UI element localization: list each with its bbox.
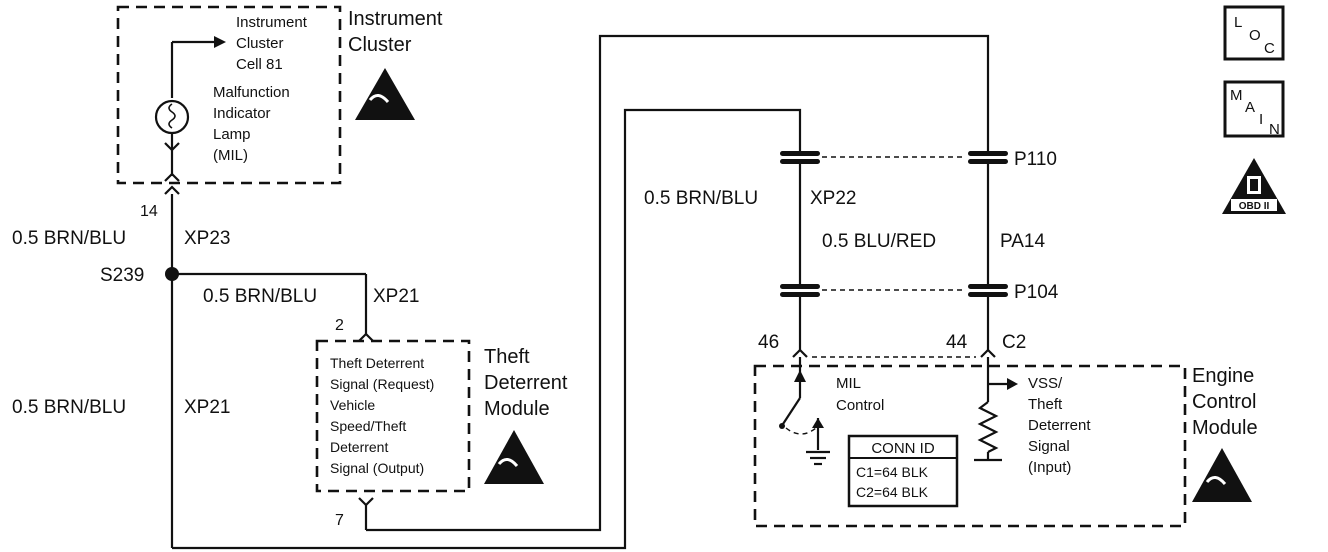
switch-blade bbox=[782, 397, 801, 425]
p110-label: P110 bbox=[1014, 149, 1057, 170]
mil-label-line3: Lamp bbox=[213, 126, 251, 143]
main-letter-n: N bbox=[1269, 121, 1280, 138]
xp21-top-connector: XP21 bbox=[373, 286, 419, 307]
conn-id-title: CONN ID bbox=[871, 440, 935, 457]
ecm-pin-44: 44 bbox=[946, 332, 968, 353]
ecm-connector-c2: C2 bbox=[1002, 332, 1026, 353]
cluster-ref-line1: Instrument bbox=[236, 14, 308, 31]
theft-title-line2: Deterrent bbox=[484, 372, 568, 394]
mil-label-line4: (MIL) bbox=[213, 147, 248, 164]
engine-control-module: MIL Control CONN ID C1=64 BLK C2=64 BLK … bbox=[753, 357, 1258, 528]
p104-label: P104 bbox=[1014, 282, 1059, 303]
connector-columns: P110 P104 0.5 BRN/BLU XP22 0.5 BLU/RED P… bbox=[644, 149, 1059, 358]
loc-icon[interactable] bbox=[1223, 5, 1285, 61]
conn-id-c2: C2=64 BLK bbox=[856, 484, 929, 500]
ground-icon bbox=[806, 450, 830, 466]
cluster-ref-line3: Cell 81 bbox=[236, 56, 283, 73]
theft-pin-7: 7 bbox=[335, 512, 344, 529]
loc-letter-l: L bbox=[1234, 14, 1242, 31]
vss-line4: Signal bbox=[1028, 438, 1070, 455]
xp21-top-wire-color: 0.5 BRN/BLU bbox=[203, 286, 317, 307]
connector-female-icon bbox=[358, 497, 374, 507]
xp23-connector: XP23 bbox=[184, 228, 230, 249]
xp22-wire-color: 0.5 BRN/BLU bbox=[644, 188, 758, 209]
lamp-bulb-icon bbox=[154, 99, 190, 135]
mil-label-line2: Indicator bbox=[213, 105, 271, 122]
theft-signal-line1: Theft Deterrent bbox=[330, 355, 424, 371]
inline-connector-icon bbox=[968, 151, 1008, 164]
left-wiring: 0.5 BRN/BLU XP23 S239 0.5 BRN/BLU XP21 0… bbox=[12, 194, 419, 548]
vss-line5: (Input) bbox=[1028, 459, 1071, 476]
splice-s239-dot bbox=[165, 267, 179, 281]
conn-id-c1: C1=64 BLK bbox=[856, 464, 929, 480]
vss-line3: Deterrent bbox=[1028, 417, 1091, 434]
routed-wires bbox=[172, 34, 990, 550]
connector-female-icon bbox=[980, 348, 996, 358]
connector-female-icon bbox=[358, 332, 374, 342]
loc-letter-c: C bbox=[1264, 40, 1275, 57]
pa14-connector: PA14 bbox=[1000, 231, 1046, 252]
main-letter-a: A bbox=[1245, 99, 1255, 116]
theft-pin-2: 2 bbox=[335, 317, 344, 334]
mil-control-line1: MIL bbox=[836, 375, 861, 392]
cluster-ref-line2: Cluster bbox=[236, 35, 284, 52]
mil-control-line2: Control bbox=[836, 397, 884, 414]
connector-female-icon bbox=[164, 185, 180, 195]
ecm-pin-46: 46 bbox=[758, 332, 779, 353]
arrow-right-icon bbox=[214, 36, 226, 48]
theft-title-line3: Module bbox=[484, 398, 550, 420]
theft-title-line1: Theft bbox=[484, 346, 530, 368]
obd-ii-label: OBD II bbox=[1239, 201, 1270, 212]
main-letter-i: I bbox=[1259, 111, 1263, 128]
inline-connector-icon bbox=[968, 284, 1008, 297]
theft-signal-line4: Speed/Theft bbox=[330, 418, 406, 434]
ecm-title-line3: Module bbox=[1192, 417, 1258, 439]
connector-female-icon bbox=[164, 172, 180, 182]
ecm-boundary bbox=[753, 364, 1187, 528]
vss-line2: Theft bbox=[1028, 396, 1063, 413]
theft-signal-line3: Vehicle bbox=[330, 397, 375, 413]
pa14-wire-color: 0.5 BLU/RED bbox=[822, 231, 936, 252]
obd-ii-button[interactable]: OBD II bbox=[1222, 158, 1286, 214]
esd-warning-icon bbox=[355, 68, 415, 120]
theft-signal-line2: Signal (Request) bbox=[330, 376, 434, 392]
theft-signal-line6: Signal (Output) bbox=[330, 460, 424, 476]
cluster-title-line1: Instrument bbox=[348, 8, 443, 30]
splice-s239-label: S239 bbox=[100, 265, 144, 286]
arrow-up-icon bbox=[794, 370, 806, 382]
esd-warning-icon bbox=[484, 430, 544, 484]
main-icon[interactable] bbox=[1223, 80, 1285, 138]
ecm-title-line2: Control bbox=[1192, 391, 1256, 413]
theft-module-boundary bbox=[315, 339, 471, 493]
resistor-icon bbox=[977, 401, 999, 453]
arrow-right-icon bbox=[1007, 378, 1018, 390]
connector-female-icon bbox=[792, 348, 808, 358]
instrument-cluster-boundary bbox=[116, 5, 342, 185]
loc-letter-o: O bbox=[1249, 27, 1261, 44]
xp21-left-wire-color: 0.5 BRN/BLU bbox=[12, 397, 126, 418]
vss-line1: VSS/ bbox=[1028, 375, 1063, 392]
ecm-title-line1: Engine bbox=[1192, 365, 1254, 387]
conn-id-box: CONN ID C1=64 BLK C2=64 BLK bbox=[847, 434, 959, 508]
loc-button[interactable]: L O C bbox=[1223, 5, 1285, 61]
inline-connector-icon bbox=[780, 151, 820, 164]
mil-label-line1: Malfunction bbox=[213, 84, 290, 101]
inline-connector-icon bbox=[780, 284, 820, 297]
cluster-pin-14: 14 bbox=[140, 203, 158, 220]
esd-warning-icon bbox=[1192, 448, 1252, 502]
theft-signal-line5: Deterrent bbox=[330, 439, 388, 455]
nav-icons: L O C M A I N OBD II bbox=[1222, 5, 1286, 214]
main-button[interactable]: M A I N bbox=[1223, 80, 1285, 138]
theft-deterrent-module: 2 Theft Deterrent Signal (Request) Vehic… bbox=[315, 317, 568, 530]
cluster-title-line2: Cluster bbox=[348, 34, 412, 56]
instrument-cluster: Instrument Cluster Cell 81 Malfunction I… bbox=[116, 5, 443, 220]
xp23-wire-color: 0.5 BRN/BLU bbox=[12, 228, 126, 249]
main-letter-m: M bbox=[1230, 87, 1243, 104]
xp22-connector: XP22 bbox=[810, 188, 856, 209]
xp21-left-connector: XP21 bbox=[184, 397, 230, 418]
